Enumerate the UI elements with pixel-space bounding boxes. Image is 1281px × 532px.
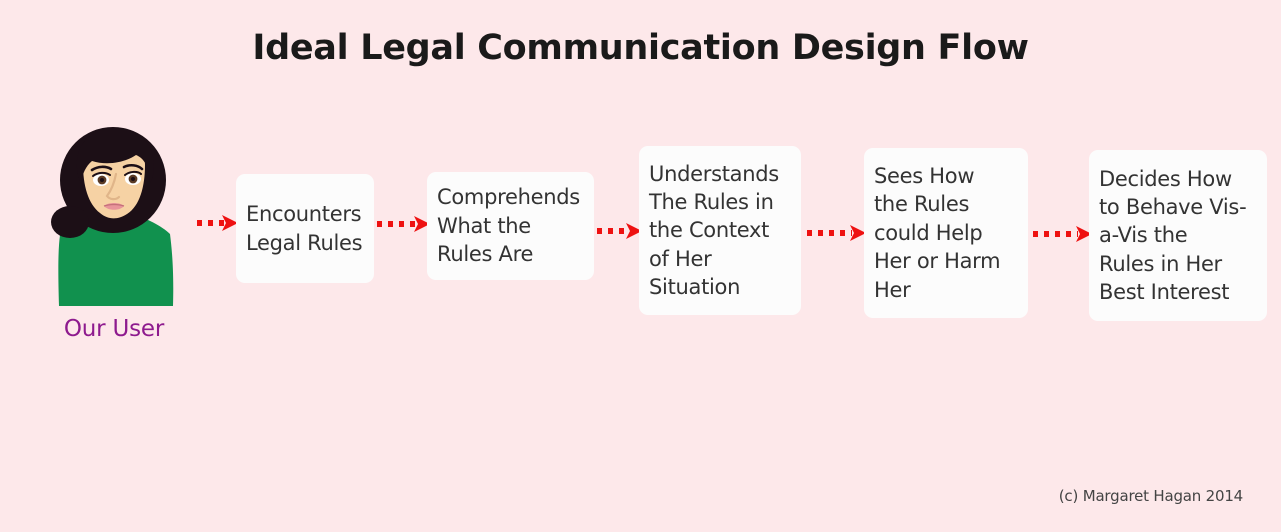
flow-step-5-label: Decides How to Behave Vis- a-Vis the Rul… (1099, 166, 1247, 305)
arrow-connector-2 (376, 213, 432, 235)
flow-step-4-label: Sees How the Rules could Help Her or Har… (874, 164, 1001, 302)
our-user-label: Our User (63, 316, 165, 342)
flow-step-3[interactable]: Understands The Rules in the Context of … (639, 146, 801, 315)
our-user-illustration (44, 122, 184, 312)
arrow-connector-3 (596, 220, 644, 242)
copyright-credit: (c) Margaret Hagan 2014 (1058, 487, 1243, 505)
arrow-connector-1 (196, 212, 240, 234)
flow-step-5[interactable]: Decides How to Behave Vis- a-Vis the Rul… (1089, 150, 1267, 321)
flow-step-2[interactable]: Comprehends What the Rules Are (427, 172, 594, 280)
flow-step-1-label: Encounters Legal Rules (246, 202, 363, 255)
flow-step-1[interactable]: Encounters Legal Rules (236, 174, 374, 283)
flow-step-3-label: Understands The Rules in the Context of … (649, 161, 779, 300)
arrow-connector-5 (1032, 223, 1094, 245)
flow-step-2-label: Comprehends What the Rules Are (437, 185, 580, 267)
flow-step-4[interactable]: Sees How the Rules could Help Her or Har… (864, 148, 1028, 318)
arrow-connector-4 (806, 222, 868, 244)
page-title: Ideal Legal Communication Design Flow (252, 28, 1029, 68)
